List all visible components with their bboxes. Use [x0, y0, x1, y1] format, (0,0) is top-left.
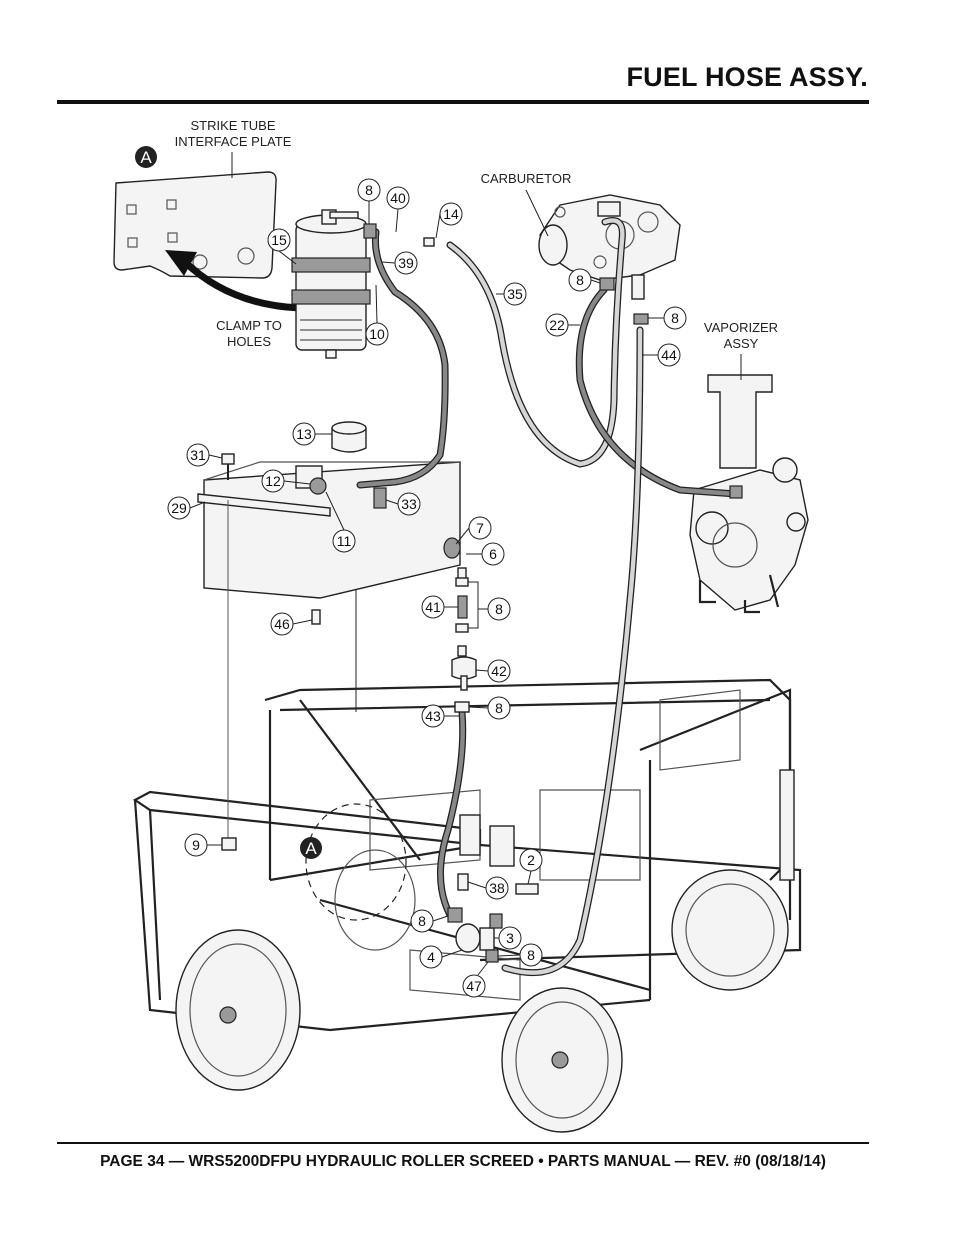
svg-text:8: 8 [495, 700, 503, 716]
svg-text:12: 12 [265, 473, 281, 489]
carburetor [538, 194, 681, 300]
svg-text:47: 47 [466, 978, 482, 994]
callout-15: 15 [267, 228, 297, 265]
svg-text:14: 14 [443, 206, 459, 222]
vaporizer-label-line1: VAPORIZER [704, 320, 778, 335]
callout-8-vaporizer-hose: 8 [648, 306, 687, 330]
callout-8-regulator-right: 8 [497, 943, 543, 967]
clamp-arrow [181, 258, 304, 312]
svg-text:44: 44 [661, 347, 677, 363]
svg-text:46: 46 [274, 616, 290, 632]
header-rule [57, 100, 869, 104]
callout-41: 41 [421, 595, 458, 619]
callout-40: 40 [386, 186, 410, 233]
svg-text:33: 33 [401, 496, 417, 512]
callout-39: 39 [381, 251, 418, 275]
callout-3: 3 [494, 926, 522, 950]
callout-14: 14 [435, 202, 463, 239]
interface-plate [113, 171, 277, 279]
detail-marker-a-label: A [140, 148, 152, 167]
callout-33: 33 [385, 492, 421, 516]
fuel-line-fittings [451, 567, 477, 713]
svg-text:22: 22 [549, 317, 565, 333]
callout-12: 12 [261, 469, 311, 493]
bolt-31 [221, 453, 235, 465]
callout-6: 6 [466, 542, 505, 566]
svg-text:41: 41 [425, 599, 441, 615]
callout-8-regulator-left: 8 [410, 909, 449, 933]
callout-46: 46 [270, 612, 313, 636]
svg-text:35: 35 [507, 286, 523, 302]
page-footer: PAGE 34 — WRS5200DFPU HYDRAULIC ROLLER S… [100, 1153, 826, 1170]
callout-7: 7 [455, 516, 492, 545]
svg-text:29: 29 [171, 500, 187, 516]
carburetor-label: CARBURETOR [481, 171, 572, 186]
callout-43: 43 [421, 704, 460, 728]
callout-10: 10 [365, 284, 389, 346]
callout-42: 42 [475, 659, 511, 683]
callout-13: 13 [292, 422, 332, 446]
svg-text:31: 31 [190, 447, 206, 463]
svg-text:15: 15 [271, 232, 287, 248]
svg-text:8: 8 [418, 913, 426, 929]
wheel-rear-right [671, 869, 789, 991]
svg-text:7: 7 [476, 520, 484, 536]
fuel-canister [291, 209, 371, 359]
callout-4: 4 [419, 945, 463, 969]
callout-8-canister: 8 [357, 178, 381, 224]
nut-9 [221, 837, 237, 851]
svg-text:2: 2 [527, 852, 535, 868]
detail-marker-a-frame-label: A [305, 839, 317, 858]
detail-a-circle [305, 803, 407, 921]
svg-text:9: 9 [192, 837, 200, 853]
callout-22: 22 [545, 313, 580, 337]
svg-text:8: 8 [671, 310, 679, 326]
clamp-label-line2: HOLES [227, 334, 271, 349]
vaporizer [689, 374, 809, 614]
fuel-tank [197, 421, 461, 625]
lower-pump-group [447, 873, 539, 963]
callout-8-fuel-filter: 8 [468, 696, 511, 720]
svg-text:6: 6 [489, 546, 497, 562]
callout-8-fittings: 8 [468, 581, 511, 629]
svg-text:8: 8 [365, 182, 373, 198]
svg-text:8: 8 [576, 272, 584, 288]
vaporizer-label-line2: ASSY [724, 336, 759, 351]
callout-29: 29 [167, 496, 206, 520]
svg-text:8: 8 [495, 601, 503, 617]
strike-tube-label-line1: STRIKE TUBE [190, 118, 275, 133]
svg-text:42: 42 [491, 663, 507, 679]
clamp-label-line1: CLAMP TO [216, 318, 282, 333]
footer-rule [57, 1142, 869, 1144]
svg-text:3: 3 [506, 930, 514, 946]
callout-38: 38 [467, 876, 509, 900]
callout-35: 35 [496, 282, 527, 306]
callout-44: 44 [642, 343, 681, 367]
wheel-front-left [175, 929, 301, 1091]
svg-text:8: 8 [527, 947, 535, 963]
svg-text:39: 39 [398, 255, 414, 271]
callout-11: 11 [325, 491, 356, 553]
wheel-front-right [501, 987, 623, 1133]
detail-marker-a [135, 146, 157, 168]
callout-2: 2 [519, 848, 543, 885]
callout-47: 47 [462, 961, 489, 998]
svg-text:38: 38 [489, 880, 505, 896]
callout-9: 9 [184, 833, 222, 857]
detail-marker-a-frame [300, 837, 322, 859]
svg-text:13: 13 [296, 426, 312, 442]
hose-clamps [363, 223, 743, 509]
callout-31: 31 [186, 443, 223, 467]
svg-text:40: 40 [390, 190, 406, 206]
svg-text:4: 4 [427, 949, 435, 965]
wheel-rear-left [334, 849, 416, 951]
page-title: FUEL HOSE ASSY. [626, 62, 868, 92]
svg-text:10: 10 [369, 326, 385, 342]
svg-text:11: 11 [337, 533, 352, 549]
callout-8-carburetor: 8 [568, 268, 601, 292]
svg-text:43: 43 [425, 708, 441, 724]
strike-tube-label-line2: INTERFACE PLATE [175, 134, 292, 149]
